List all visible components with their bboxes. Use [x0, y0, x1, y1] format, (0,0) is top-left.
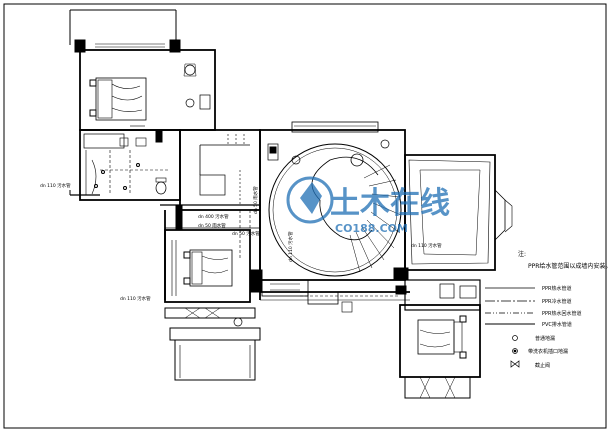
- washer-drain-icon: [512, 348, 518, 354]
- lower-corridor: [260, 291, 410, 313]
- pipe-label-mid-3: dn 50 污水管: [232, 230, 260, 237]
- upper-left-bedroom: [69, 9, 216, 131]
- floor-drain-icon: [512, 335, 518, 341]
- lower-left-bedroom: [164, 229, 261, 381]
- watermark-text: 土木在线: [330, 186, 450, 221]
- legend-label-return: PPR热水回水管道: [542, 310, 582, 317]
- notes-block: 注: PPR给水管范围以成墙内安装。: [518, 250, 610, 270]
- legend-label-hot: PPR热水管道: [542, 285, 572, 292]
- legend-label-valve: 截止阀: [535, 362, 550, 369]
- pipe-label-mid-1: dn 400 污水管: [198, 213, 229, 220]
- watermark-logo: 土木在线 CO188.COM: [286, 176, 450, 235]
- pipe-label-left-low: dn 110 污水管: [120, 295, 151, 302]
- pipe-label-left-riser: dn 110 污水管: [40, 182, 71, 189]
- pipe-label-vert-a: dn 50 雨水管: [252, 186, 259, 214]
- notes-title: 注:: [518, 250, 526, 258]
- legend-label-drain: PVC排水管道: [542, 321, 572, 328]
- legend: [485, 287, 535, 368]
- lower-right-bedroom: [399, 279, 481, 399]
- pipe-label-right: dn 110 污水管: [411, 242, 442, 249]
- left-bathroom: [69, 129, 181, 201]
- valve-icon: [510, 360, 520, 368]
- pipe-label-mid-2: dn 50 雨水管: [198, 222, 226, 229]
- pipe-label-vert-b: dn 110 污水管: [287, 231, 294, 262]
- watermark-subtext: CO188.COM: [335, 222, 408, 235]
- legend-label-floor-drain: 普通地漏: [535, 335, 555, 342]
- legend-label-washer-drain: 带洗衣机插口地漏: [528, 348, 568, 355]
- legend-labels: PPR热水管道 PPR冷水管道 PPR热水回水管道 PVC排水管道 普通地漏 带…: [528, 285, 582, 369]
- drawing-border: [3, 3, 607, 429]
- pipe-labels: dn 110 污水管 dn 50 雨水管 dn 110 污水管 dn 400 污…: [40, 182, 442, 302]
- legend-label-cold: PPR冷水管道: [542, 298, 572, 305]
- right-wing: [404, 154, 513, 271]
- notes-line-1: PPR给水管范围以成墙内安装。: [528, 262, 610, 270]
